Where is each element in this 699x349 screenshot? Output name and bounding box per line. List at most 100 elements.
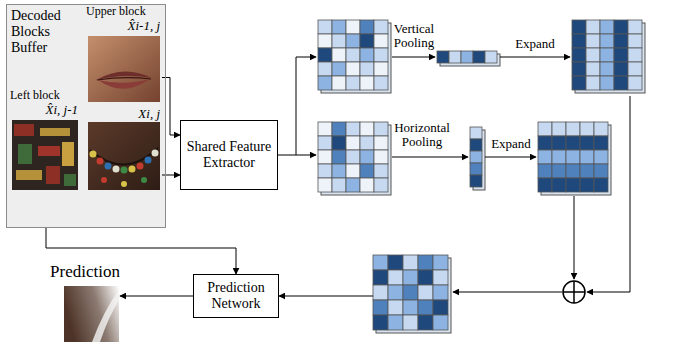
feature-grid	[360, 48, 374, 62]
feature-grid	[586, 62, 600, 76]
feature-grid	[433, 315, 448, 330]
feature-grid	[538, 122, 611, 195]
feature-grid	[600, 76, 614, 90]
feature-grid	[470, 127, 485, 190]
feature-grid	[346, 150, 360, 164]
feature-grid	[594, 122, 608, 136]
feature-grid	[332, 34, 346, 48]
feature-grid	[580, 150, 594, 164]
feature-grid	[600, 34, 614, 48]
feature-grid	[403, 300, 418, 315]
feature-grid	[360, 164, 374, 178]
feature-grid	[374, 34, 388, 48]
node-text: Decoded Blocks Buffer	[7, 5, 85, 56]
feature-grid	[552, 164, 566, 178]
feature-grid	[433, 255, 448, 270]
prediction-image	[64, 286, 119, 342]
flow-arrows	[574, 196, 575, 279]
feature-grid	[628, 20, 642, 34]
feature-grid	[318, 150, 332, 164]
current-block-image	[88, 122, 160, 190]
feature-grid	[552, 150, 566, 164]
feature-grid	[332, 164, 346, 178]
feature-grid	[346, 136, 360, 150]
feature-grid	[594, 164, 608, 178]
feature-grid	[437, 51, 500, 66]
feature-grid	[318, 178, 332, 192]
flow-arrows	[276, 57, 316, 155]
feature-grid	[600, 48, 614, 62]
current-block-image	[137, 163, 144, 170]
feature-grid	[332, 150, 346, 164]
feature-grid	[332, 20, 346, 34]
feature-grid	[538, 136, 552, 150]
feature-grid	[360, 122, 374, 136]
upper-block-image	[88, 36, 160, 102]
feature-grid	[374, 164, 388, 178]
feature-grid	[318, 136, 332, 150]
feature-grid	[552, 122, 566, 136]
feature-grid	[580, 164, 594, 178]
feature-grid	[360, 62, 374, 76]
feature-grid	[346, 20, 360, 34]
feature-grid	[318, 164, 332, 178]
feature-grid	[403, 315, 418, 330]
feature-grid	[374, 122, 388, 136]
feature-grid	[470, 163, 482, 175]
feature-grid	[318, 122, 332, 136]
feature-grid	[614, 76, 628, 90]
feature-grid	[594, 178, 608, 192]
feature-grid	[586, 20, 600, 34]
feature-grid	[572, 76, 586, 90]
left-block-image	[64, 174, 76, 186]
feature-grid	[628, 34, 642, 48]
feature-grid	[332, 136, 346, 150]
image-block: Upper blockX̂i-1, j	[86, 4, 162, 102]
feature-grid	[374, 150, 388, 164]
feature-grid	[552, 136, 566, 150]
feature-grid	[418, 270, 433, 285]
feature-grid	[433, 285, 448, 300]
feature-grid	[373, 270, 388, 285]
current-block-image	[90, 148, 158, 165]
feature-grid	[332, 122, 346, 136]
feature-grid	[449, 51, 461, 63]
feature-grid	[594, 150, 608, 164]
feature-grid	[572, 34, 586, 48]
image-block: Left blockX̂i, j-1	[10, 88, 80, 190]
feature-grid	[470, 151, 482, 163]
feature-grid	[318, 34, 332, 48]
node-text: Prediction Network	[198, 280, 274, 312]
flow-arrows	[276, 57, 630, 296]
current-block-image	[113, 166, 120, 173]
buffer-panel: Decoded Blocks BufferUpper blockX̂i-1, j…	[6, 4, 166, 228]
feature-grid	[628, 48, 642, 62]
feature-grid	[346, 178, 360, 192]
flow-arrows	[587, 96, 630, 292]
feature-grid	[418, 315, 433, 330]
node-text: X̂i, j-1	[10, 102, 80, 117]
feature-grid	[566, 150, 580, 164]
feature-grid	[433, 300, 448, 315]
feature-grid	[374, 136, 388, 150]
feature-grid	[572, 20, 586, 34]
feature-grid	[360, 34, 374, 48]
feature-grid	[566, 178, 580, 192]
feature-grid	[374, 48, 388, 62]
node-text: Shared Feature Extractor	[185, 139, 273, 171]
feature-grid	[332, 62, 346, 76]
flow-connector	[120, 296, 193, 297]
feature-grid	[418, 300, 433, 315]
feature-grid	[580, 178, 594, 192]
left-block-image	[38, 146, 60, 156]
current-block-image	[90, 151, 97, 158]
feature-grid	[403, 285, 418, 300]
feature-grid	[374, 76, 388, 90]
feature-grid	[418, 285, 433, 300]
feature-grid	[318, 48, 332, 62]
feature-grid	[388, 300, 403, 315]
feature-grid	[566, 164, 580, 178]
